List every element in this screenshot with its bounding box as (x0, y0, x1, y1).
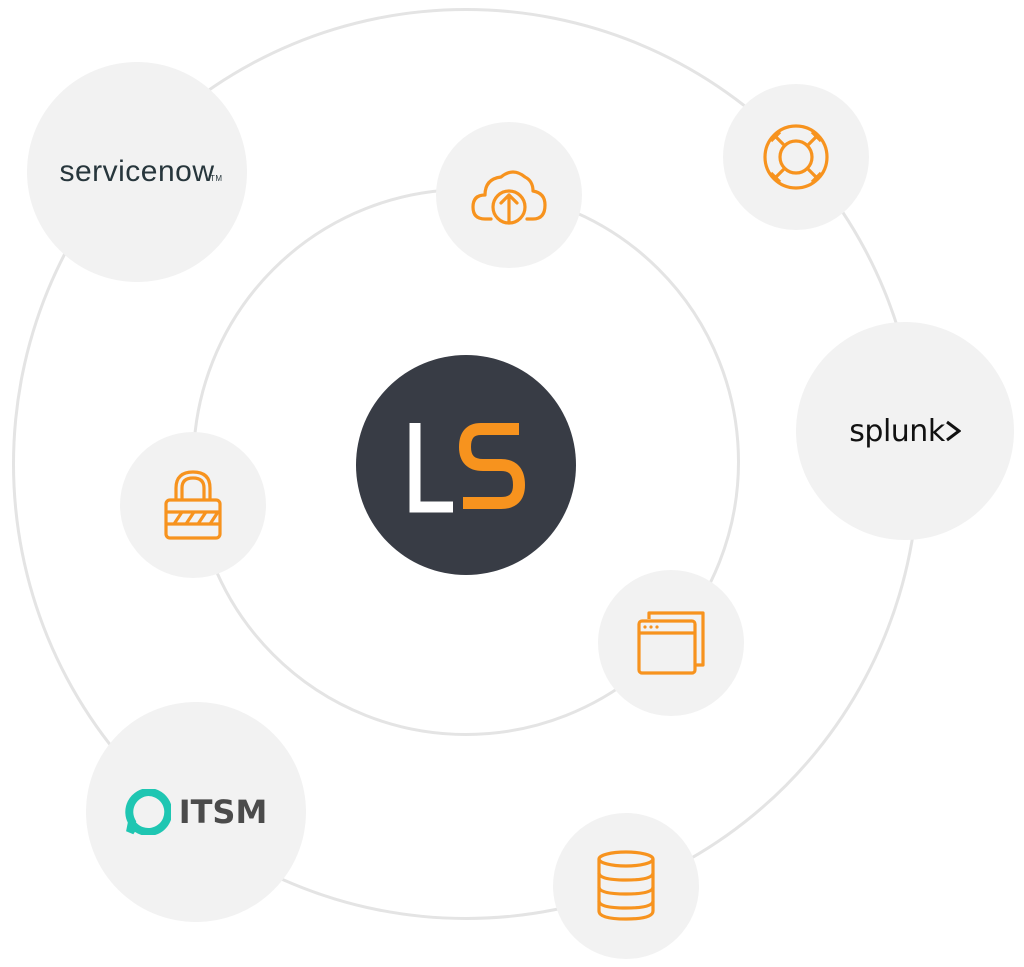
servicenow-trademark: TM (209, 174, 223, 183)
database-node[interactable] (553, 813, 699, 959)
splunk-wordmark: splunk (849, 414, 961, 449)
splunk-chevron-icon (945, 420, 961, 441)
padlock-icon (164, 470, 222, 540)
itsm-logo: ITSM (124, 789, 268, 835)
hub-logo (356, 355, 576, 575)
ls-logo-mark (409, 423, 526, 513)
cloud-upload-icon (471, 170, 547, 225)
lifebuoy-node[interactable] (723, 84, 869, 230)
itsm-logo-node[interactable]: ITSM (86, 702, 306, 922)
browser-windows-icon (637, 611, 705, 675)
padlock-node[interactable] (120, 432, 266, 578)
itsm-wordmark: ITSM (178, 793, 268, 831)
chat-bubble-icon (124, 789, 171, 835)
database-icon (597, 850, 655, 921)
splunk-logo-node[interactable]: splunk (796, 322, 1014, 540)
cloud-upload-node[interactable] (436, 122, 582, 268)
lifebuoy-icon (763, 124, 829, 190)
browser-windows-node[interactable] (598, 570, 744, 716)
